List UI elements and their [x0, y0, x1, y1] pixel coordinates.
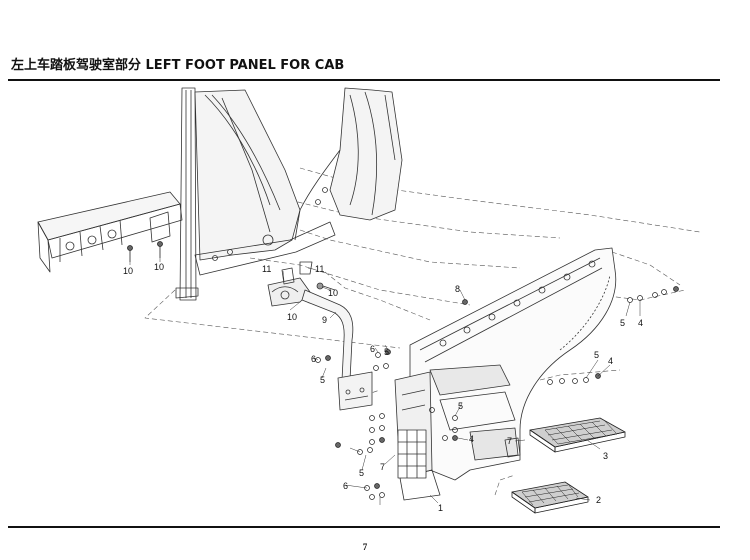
callout-11b: 11	[315, 264, 324, 274]
page-title: 左上车踏板驾驶室部分 LEFT FOOT PANEL FOR CAB	[11, 58, 345, 73]
tread-plate-2	[511, 481, 589, 514]
callout-4a: 4	[638, 318, 643, 328]
fastener-right-top	[627, 286, 679, 303]
callout-10b: 10	[154, 262, 164, 272]
callout-3: 3	[603, 451, 608, 461]
callout-10d: 10	[287, 312, 297, 322]
callout-6a: 6	[370, 344, 375, 354]
callout-4c: 4	[469, 434, 474, 444]
fastener-right-mid	[547, 373, 601, 385]
callout-7a: 7	[380, 462, 385, 472]
callout-11a: 11	[262, 264, 271, 274]
callout-10a: 10	[123, 266, 133, 276]
step-bracket	[394, 247, 617, 501]
header-rule	[8, 79, 720, 81]
fasteners	[315, 286, 679, 500]
tread-plate-3	[529, 417, 626, 453]
callout-8: 8	[455, 284, 460, 294]
callout-5a: 5	[620, 318, 625, 328]
callout-5b: 5	[594, 350, 599, 360]
step-grate-window	[397, 429, 427, 479]
callout-1: 1	[438, 503, 443, 513]
callout-2: 2	[596, 495, 601, 505]
side-sill	[37, 191, 183, 273]
callout-7b: 7	[507, 436, 512, 446]
bolt-10-left	[127, 241, 163, 262]
cab-frame	[175, 87, 403, 301]
fastener-left-column	[335, 349, 391, 500]
callout-5e: 5	[320, 375, 325, 385]
page-number: 7	[362, 542, 368, 552]
callout-6b: 6	[311, 354, 316, 364]
fastener-upper-mid	[462, 299, 468, 305]
mount-bracket	[267, 261, 336, 307]
callout-5c: 5	[458, 401, 463, 411]
fastener-left-mid	[315, 355, 331, 363]
callout-5f: 5	[359, 468, 364, 478]
leader-lines	[129, 258, 641, 505]
support-arm	[301, 289, 373, 411]
callout-10c: 10	[328, 288, 338, 298]
footer-rule	[8, 526, 720, 528]
callout-5d: 5	[384, 347, 389, 357]
callout-6c: 6	[343, 481, 348, 491]
callout-4b: 4	[608, 356, 613, 366]
callout-9: 9	[322, 315, 327, 325]
callout-labels: 1 2 3 4 4 4 5 5 5 5 5 5 6 6 6 7 7 8 9 10…	[123, 262, 643, 513]
